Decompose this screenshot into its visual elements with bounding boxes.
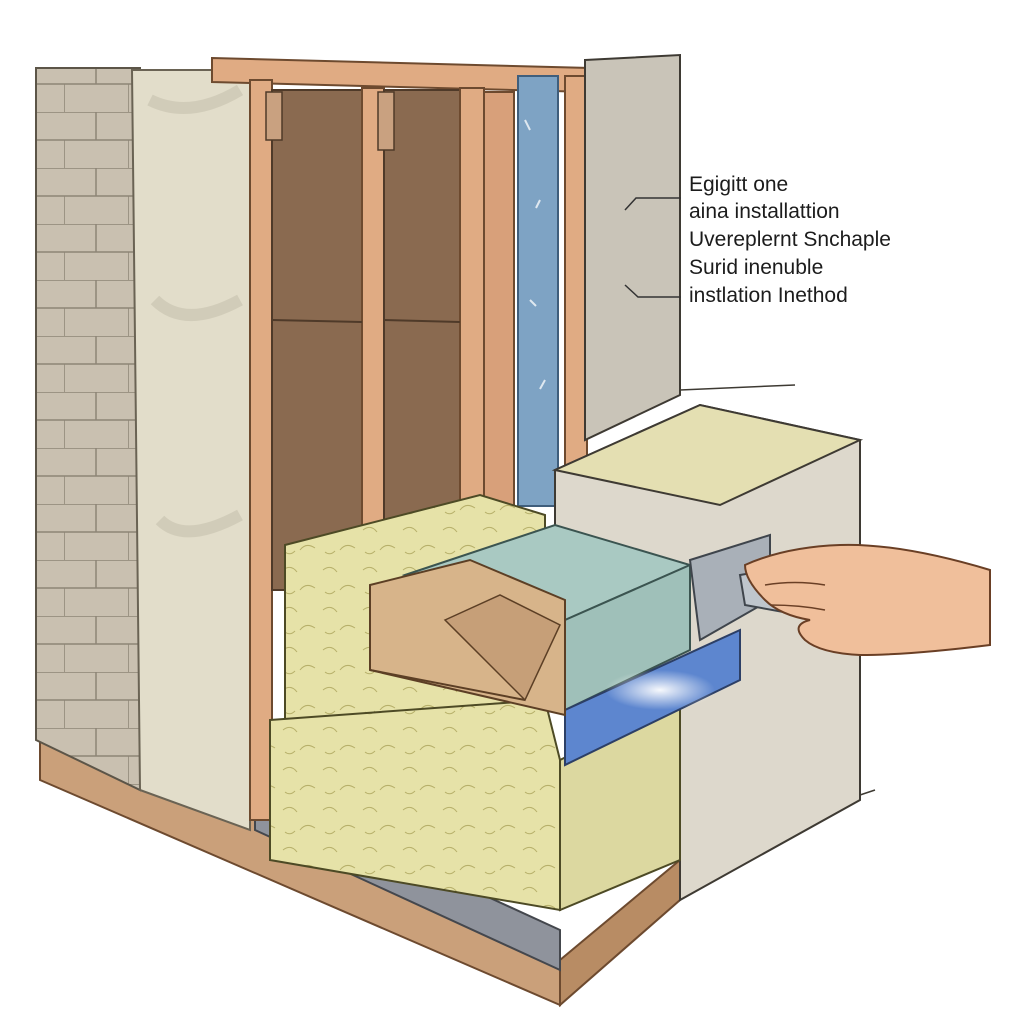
annotation-line-1: Egigitt one bbox=[689, 173, 789, 196]
leader-lines bbox=[624, 197, 681, 298]
timber-frame bbox=[211, 56, 591, 821]
hand-with-trowel bbox=[688, 533, 991, 657]
masonry-wall bbox=[35, 67, 251, 832]
annotation-line-5: instlation Inethod bbox=[689, 284, 848, 307]
annotation-line-3: Uvereplernt Snchaple bbox=[689, 228, 891, 251]
membrane-strip bbox=[517, 75, 559, 507]
insulation-stack bbox=[269, 493, 741, 912]
annotation-line-2: aina installattion bbox=[689, 200, 840, 223]
annotation-line-4: Surid inenuble bbox=[689, 256, 824, 279]
